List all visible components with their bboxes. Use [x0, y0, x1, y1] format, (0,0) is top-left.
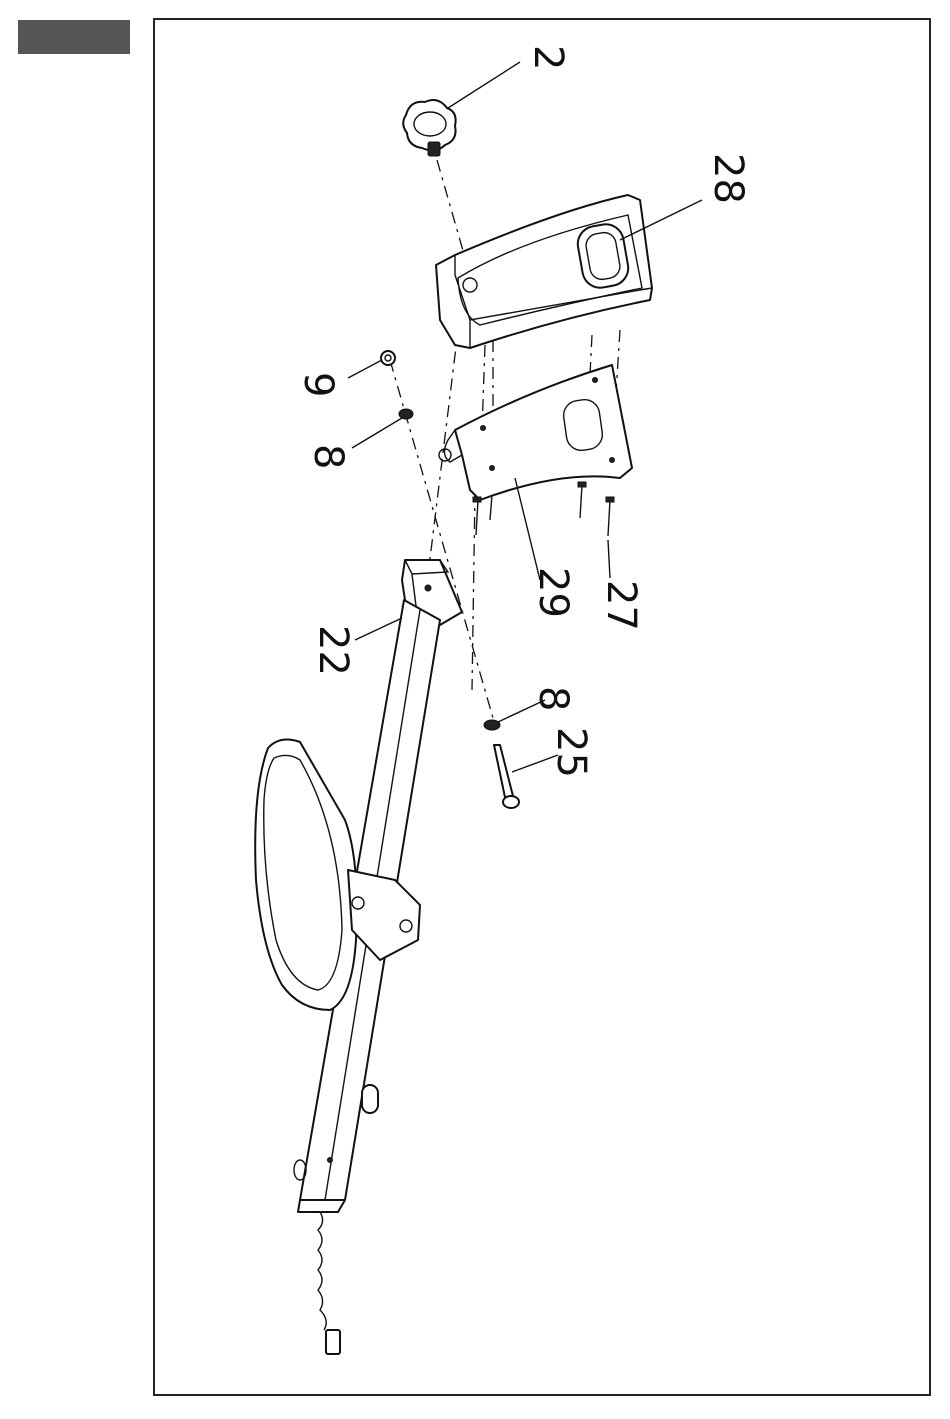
washer-part-8-top	[399, 409, 413, 419]
callout-22: 22	[310, 625, 356, 676]
callout-8-top: 8	[305, 444, 351, 469]
callout-27: 27	[598, 580, 644, 631]
callout-9: 9	[295, 372, 341, 397]
callout-29: 29	[530, 567, 576, 618]
cover-part-28	[436, 195, 652, 348]
callout-25: 25	[548, 727, 594, 778]
washer-part-8-bottom	[484, 720, 500, 730]
callout-8-bottom: 8	[530, 686, 576, 711]
nut-part-9	[381, 351, 395, 365]
arm-part-22	[255, 560, 462, 1354]
callout-2: 2	[525, 45, 571, 70]
knob-part-2	[403, 100, 455, 156]
callout-28: 28	[705, 153, 751, 204]
bolt-part-25	[494, 745, 519, 808]
bracket-part-29	[439, 365, 632, 500]
